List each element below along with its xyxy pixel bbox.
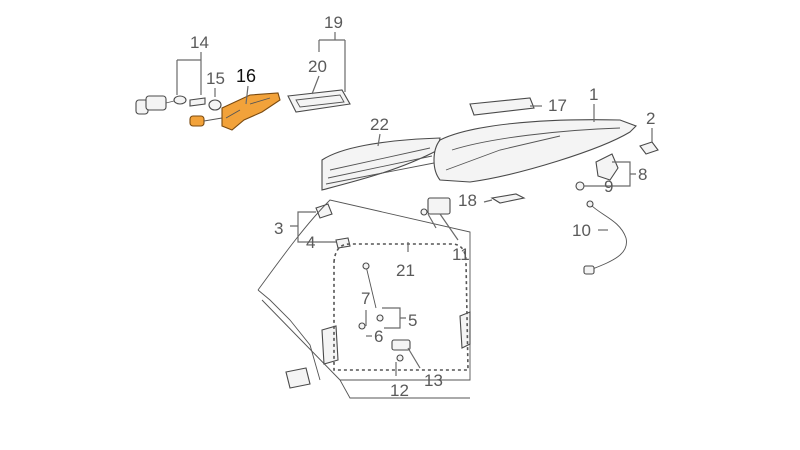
callout-11: 11 bbox=[452, 245, 470, 264]
part-20-license-lamp bbox=[287, 89, 351, 113]
part-6-bolt bbox=[358, 322, 366, 330]
part-15-washer bbox=[208, 99, 222, 111]
part-12-bolt bbox=[396, 354, 404, 362]
callout-9: 9 bbox=[604, 177, 613, 196]
part-2-hinge bbox=[639, 141, 659, 155]
part-7-lift-strut bbox=[362, 262, 377, 309]
callout-15: 15 bbox=[206, 69, 225, 88]
callout-20: 20 bbox=[308, 57, 327, 76]
callout-4: 4 bbox=[306, 233, 315, 252]
callout-1: 1 bbox=[589, 85, 598, 104]
callout-5: 5 bbox=[408, 311, 417, 330]
callout-16: 16 bbox=[236, 66, 256, 86]
callout-labels: 14 15 16 19 20 22 17 1 2 8 9 18 10 3 4 1… bbox=[190, 13, 655, 400]
callout-8: 8 bbox=[638, 165, 647, 184]
callout-12: 12 bbox=[390, 381, 409, 400]
leader-lines bbox=[176, 32, 653, 376]
part-17-molding bbox=[469, 97, 535, 116]
callout-17: 17 bbox=[548, 96, 567, 115]
part-14-bracket bbox=[189, 97, 206, 107]
callout-13: 13 bbox=[424, 371, 443, 390]
part-3-striker bbox=[315, 203, 333, 219]
callout-7: 7 bbox=[361, 289, 370, 308]
callout-18: 18 bbox=[458, 191, 477, 210]
part-4-bumper bbox=[335, 237, 351, 249]
callout-3: 3 bbox=[274, 219, 283, 238]
part-10-cable bbox=[583, 200, 627, 275]
callout-22: 22 bbox=[370, 115, 389, 134]
part-9-bolt bbox=[575, 181, 585, 191]
vehicle-body bbox=[257, 199, 471, 399]
callout-10: 10 bbox=[572, 221, 591, 240]
part-14-switch bbox=[135, 95, 187, 115]
part-13-lock bbox=[391, 339, 411, 351]
callout-2: 2 bbox=[646, 109, 655, 128]
part-8-hinge-bracket bbox=[595, 153, 619, 181]
callout-19: 19 bbox=[324, 13, 343, 32]
callout-6: 6 bbox=[374, 327, 383, 346]
part-1-liftgate bbox=[433, 119, 637, 183]
callout-14: 14 bbox=[190, 33, 209, 52]
part-22-liftgate-glass bbox=[321, 137, 441, 191]
part-11-latch bbox=[420, 197, 451, 216]
part-18-latch-rod bbox=[490, 193, 526, 204]
part-16-handle-assembly bbox=[189, 92, 281, 131]
callout-21: 21 bbox=[396, 261, 415, 280]
part-5-ball-stud bbox=[376, 314, 384, 322]
